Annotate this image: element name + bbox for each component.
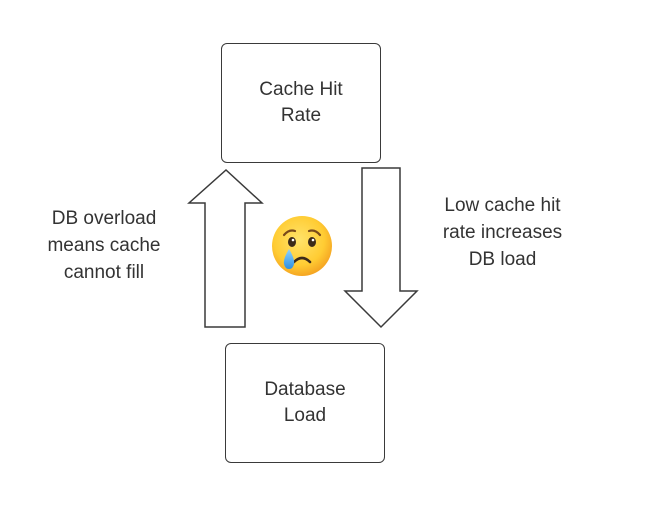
down-arrow [343,167,419,329]
database-load-label: Database Load [264,379,346,426]
cache-hit-rate-label: Cache Hit Rate [259,79,343,126]
db-overload-label: DB overload means cache cannot fill [47,208,161,283]
database-load-box: Database Load [225,343,385,463]
low-cache-hit-label: Low cache hit rate increases DB load [442,195,563,270]
crying-face-icon [270,214,334,278]
cache-hit-rate-box: Cache Hit Rate [221,43,381,163]
up-arrow [187,168,264,328]
